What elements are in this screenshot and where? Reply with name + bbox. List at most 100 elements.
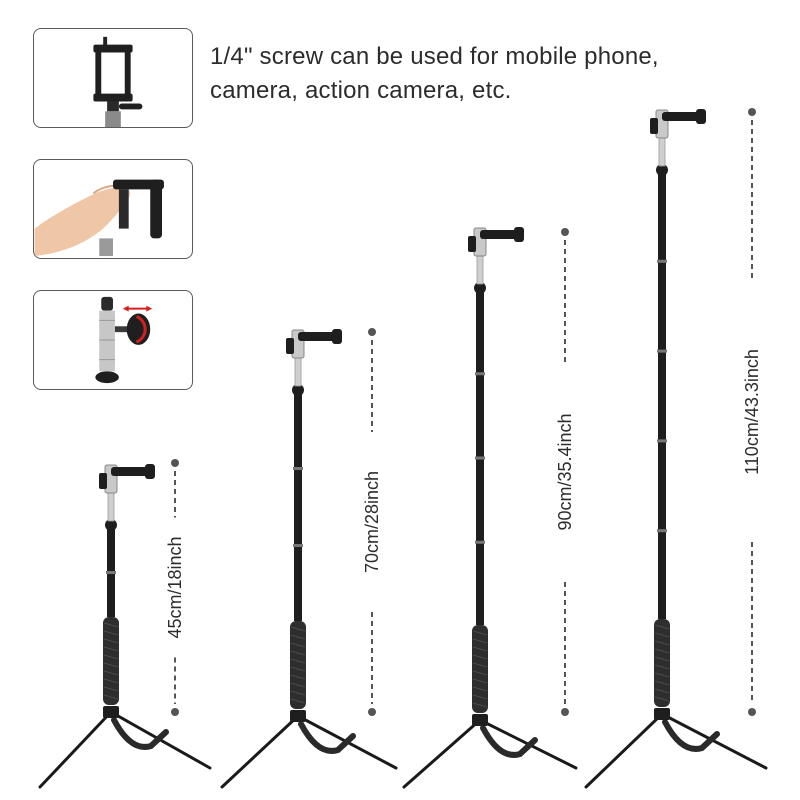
- pole-joint: [475, 456, 485, 460]
- clamp-knob: [514, 227, 524, 242]
- adjustable-mount-illustration: [95, 296, 153, 384]
- tripod-base: [103, 706, 119, 718]
- grip-texture: [103, 686, 119, 692]
- grip-texture: [472, 662, 488, 668]
- grip-texture: [103, 630, 119, 636]
- grip-texture: [103, 670, 119, 676]
- ball-head: [474, 282, 486, 294]
- tripod-leg: [584, 712, 664, 789]
- grip-texture: [472, 678, 488, 684]
- silver-column: [294, 357, 302, 387]
- grip-texture: [290, 634, 306, 640]
- hand-grip-illustration: [34, 179, 164, 257]
- phone-clamp-illustration: [93, 36, 143, 127]
- pole-joint: [657, 349, 667, 353]
- grip-texture: [103, 694, 119, 700]
- ball-head: [292, 384, 304, 396]
- height-dimension-3: 90cm/35.4inch: [555, 228, 575, 716]
- dimension-dot-top: [561, 228, 569, 236]
- grip-texture: [290, 666, 306, 672]
- tripod-strap: [662, 719, 720, 752]
- pole-joint: [293, 544, 303, 547]
- grip-texture: [472, 670, 488, 676]
- height-label-1: 45cm/18inch: [165, 536, 185, 638]
- grip-texture: [654, 672, 670, 678]
- dimension-dot-bottom: [368, 708, 376, 716]
- grip-texture: [290, 682, 306, 688]
- pole-joint: [657, 529, 667, 533]
- detail-box-hand-grip: [33, 159, 193, 259]
- grip-texture: [654, 624, 670, 630]
- tripod-leg: [660, 712, 768, 770]
- clamp-arm: [111, 467, 149, 476]
- height-dimension-1: 45cm/18inch: [165, 459, 185, 716]
- clamp-knob: [696, 109, 706, 124]
- caption-line-1: 1/4" screw can be used for mobile phone,: [210, 43, 659, 70]
- pole-joint: [475, 372, 485, 376]
- handle-grip: [103, 617, 119, 705]
- phone-holder-jaw: [468, 236, 476, 252]
- clamp-arm: [298, 332, 336, 341]
- grip-texture: [472, 630, 488, 636]
- tripod-3: [402, 227, 578, 789]
- extension-pole: [658, 170, 666, 619]
- feature-caption: 1/4" screw can be used for mobile phone,…: [210, 40, 770, 108]
- ball-head: [105, 519, 117, 531]
- caption-line-2: camera, action camera, etc.: [210, 77, 512, 104]
- clamp-arm: [662, 112, 700, 121]
- grip-texture: [472, 702, 488, 708]
- pole-joint: [657, 439, 667, 443]
- grip-texture: [654, 680, 670, 686]
- grip-texture: [290, 698, 306, 704]
- tripod-strap: [111, 717, 169, 750]
- dimension-dot-bottom: [171, 708, 179, 716]
- grip-texture: [103, 678, 119, 684]
- tripod-base: [654, 708, 670, 720]
- grip-texture: [654, 632, 670, 638]
- tripod-leg: [38, 710, 113, 789]
- clamp-knob: [145, 464, 155, 479]
- handle-grip: [654, 619, 670, 707]
- grip-texture: [290, 650, 306, 656]
- grip-texture: [654, 648, 670, 654]
- pole-joint: [293, 467, 303, 470]
- grip-texture: [290, 626, 306, 632]
- height-label-4: 110cm/43.3inch: [742, 349, 762, 475]
- grip-texture: [290, 690, 306, 696]
- grip-texture: [472, 694, 488, 700]
- tripod-leg: [402, 718, 482, 789]
- grip-texture: [103, 662, 119, 668]
- grip-texture: [654, 656, 670, 662]
- tripod-4: [584, 109, 768, 789]
- silver-column: [658, 137, 666, 167]
- tripod-base: [472, 714, 488, 726]
- silver-column: [476, 255, 484, 285]
- silver-column: [107, 492, 115, 522]
- grip-texture: [472, 654, 488, 660]
- grip-texture: [472, 638, 488, 644]
- grip-texture: [654, 688, 670, 694]
- pole-joint: [106, 571, 116, 574]
- dimension-dot-top: [368, 328, 376, 336]
- grip-texture: [290, 658, 306, 664]
- tripod-2: [220, 329, 398, 789]
- grip-texture: [290, 642, 306, 648]
- height-label-2: 70cm/28inch: [362, 471, 382, 573]
- grip-texture: [103, 638, 119, 644]
- grip-texture: [472, 646, 488, 652]
- grip-texture: [103, 646, 119, 652]
- dimension-dot-top: [748, 108, 756, 116]
- detail-box-phone-clamp: [33, 28, 193, 128]
- dimension-dot-bottom: [561, 708, 569, 716]
- dimension-dot-top: [171, 459, 179, 467]
- phone-holder-jaw: [650, 118, 658, 134]
- phone-holder-jaw: [286, 338, 294, 354]
- pole-joint: [657, 259, 667, 263]
- detail-box-adjustable-mount: [33, 290, 193, 390]
- tripod-strap: [298, 721, 356, 754]
- tripod-base: [290, 710, 306, 722]
- height-dimension-2: 70cm/28inch: [362, 328, 382, 716]
- ball-head: [656, 164, 668, 176]
- grip-texture: [103, 622, 119, 628]
